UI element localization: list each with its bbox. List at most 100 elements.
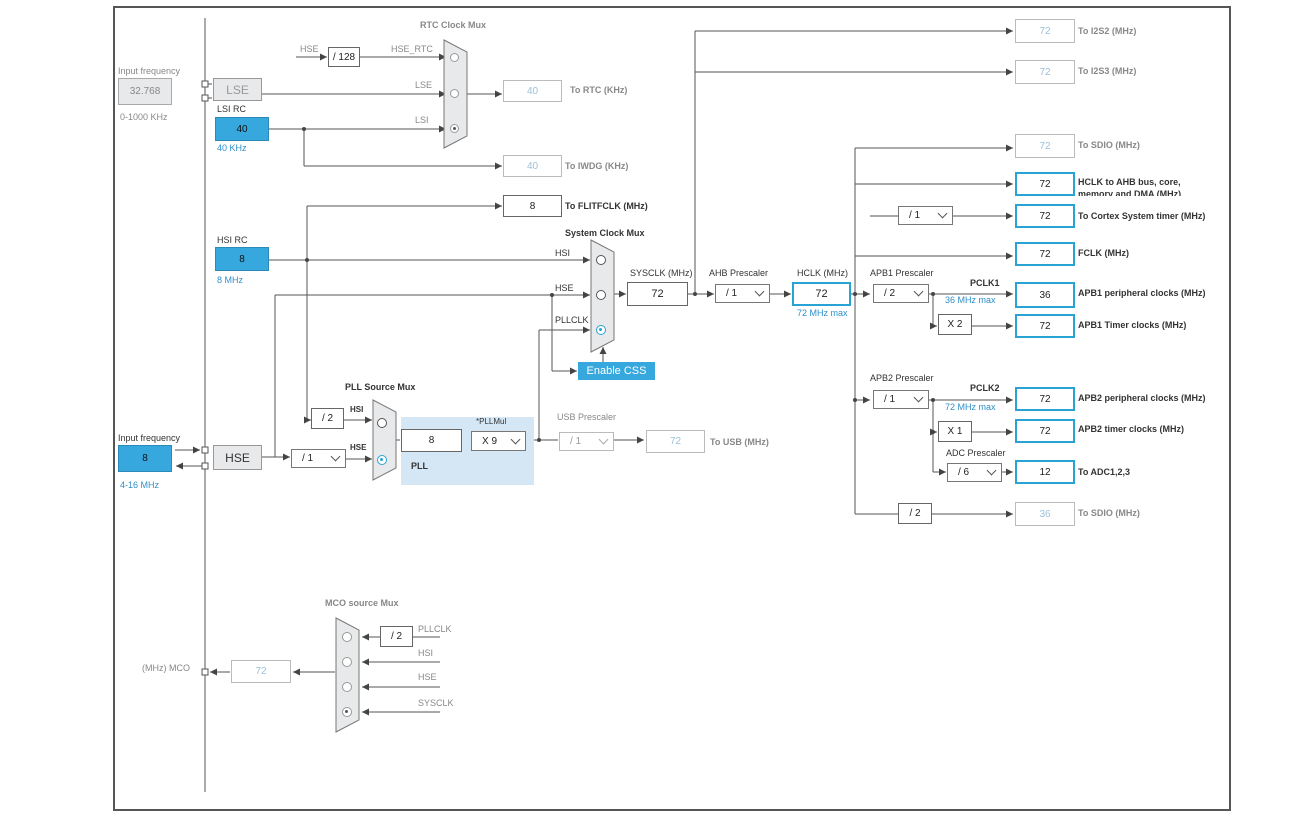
hclk-max: 72 MHz max <box>797 308 848 318</box>
fclk-output-value[interactable]: 72 <box>1015 242 1075 266</box>
flitfclk-output-label: To FLITFCLK (MHz) <box>565 201 648 211</box>
i2s3-output-value[interactable]: 72 <box>1015 60 1075 84</box>
adc-prescaler-select[interactable]: / 6 <box>947 463 1002 482</box>
hclk-ahb-output-value[interactable]: 72 <box>1015 172 1075 196</box>
pll-source-radio-hsi[interactable] <box>377 418 387 428</box>
pll-label: PLL <box>411 461 428 471</box>
sdio-output-label: To SDIO (MHz) <box>1078 140 1140 150</box>
ahb-prescaler-value: / 1 <box>726 288 738 299</box>
apb1-prescaler-label: APB1 Prescaler <box>870 268 934 278</box>
ahb-prescaler-label: AHB Prescaler <box>709 268 769 278</box>
fclk-output-label: FCLK (MHz) <box>1078 248 1129 258</box>
lsi-rc-value[interactable]: 40 <box>215 117 269 141</box>
pll-mul-value: X 9 <box>482 435 498 447</box>
mco-radio-hsi[interactable] <box>342 657 352 667</box>
mco-pllclk-divider[interactable]: / 2 <box>380 626 413 647</box>
rtc-mux-radio-hse[interactable] <box>450 53 459 62</box>
system-mux-input-pllclk: PLLCLK <box>555 315 589 325</box>
chevron-down-icon <box>754 286 765 297</box>
apb1-peripheral-output-value[interactable]: 36 <box>1015 282 1075 308</box>
flitfclk-output-value[interactable]: 8 <box>503 195 562 217</box>
rtc-mux-input-lsi: LSI <box>415 115 429 125</box>
hsi-rc-label: HSI RC <box>217 235 248 245</box>
sdio2-output-value[interactable]: 36 <box>1015 502 1075 526</box>
hclk-value[interactable]: 72 <box>792 282 851 306</box>
system-mux-radio-pllclk[interactable] <box>596 325 606 335</box>
hse-oscillator[interactable]: HSE <box>213 445 262 470</box>
chevron-down-icon <box>510 434 521 444</box>
pll-mul-label: *PLLMul <box>476 417 507 426</box>
sdio-divider[interactable]: / 2 <box>898 503 932 524</box>
apb1-timer-multiplier[interactable]: X 2 <box>938 314 972 335</box>
adc-output-label: To ADC1,2,3 <box>1078 467 1131 477</box>
sdio-output-value[interactable]: 72 <box>1015 134 1075 158</box>
rtc-mux-input-hse: HSE <box>300 44 319 54</box>
i2s2-output-value[interactable]: 72 <box>1015 19 1075 43</box>
iwdg-output-value[interactable]: 40 <box>503 155 562 177</box>
chevron-down-icon <box>913 286 924 297</box>
usb-output-value[interactable]: 72 <box>646 430 705 453</box>
rtc-output-value[interactable]: 40 <box>503 80 562 102</box>
hclk-ahb-output-label: HCLK to AHB bus, core, memory and DMA (M… <box>1078 177 1182 196</box>
clock-tree-frame <box>113 6 1231 811</box>
apb2-peripheral-output-value[interactable]: 72 <box>1015 387 1075 411</box>
hse-prediv-value: / 1 <box>302 453 314 464</box>
usb-prescaler-label: USB Prescaler <box>557 412 617 422</box>
rtc-mux-radio-lse[interactable] <box>450 89 459 98</box>
system-mux-radio-hse[interactable] <box>596 290 606 300</box>
rtc-mux-radio-lsi[interactable] <box>450 124 459 133</box>
chevron-down-icon <box>330 451 341 462</box>
sysclk-value[interactable]: 72 <box>627 282 688 306</box>
hsi-rc-unit: 8 MHz <box>217 275 244 285</box>
pll-input-value[interactable]: 8 <box>401 429 462 452</box>
adc-output-value[interactable]: 12 <box>1015 460 1075 484</box>
pll-source-mux-title: PLL Source Mux <box>345 382 416 392</box>
pll-source-input-hsi: HSI <box>350 405 364 414</box>
lse-oscillator[interactable]: LSE <box>213 78 262 101</box>
apb2-peripheral-output-label: APB2 peripheral clocks (MHz) <box>1078 393 1206 403</box>
cortex-timer-output-label: To Cortex System timer (MHz) <box>1078 211 1206 221</box>
hse-input-field[interactable]: 8 <box>118 445 172 472</box>
system-mux-radio-hsi[interactable] <box>596 255 606 265</box>
rtc-mux-input-hse-rtc: HSE_RTC <box>391 44 433 54</box>
mco-radio-pllclk[interactable] <box>342 632 352 642</box>
hsi-rc-value[interactable]: 8 <box>215 247 269 271</box>
chevron-down-icon <box>937 208 948 219</box>
pll-source-radio-hse[interactable] <box>377 455 387 465</box>
apb2-timer-output-value[interactable]: 72 <box>1015 419 1075 443</box>
lsi-rc-unit: 40 KHz <box>217 143 247 153</box>
enable-css-button[interactable]: Enable CSS <box>578 362 655 380</box>
usb-output-label: To USB (MHz) <box>710 437 769 447</box>
pclk2-max: 72 MHz max <box>945 402 996 412</box>
hsi-pll-divider[interactable]: / 2 <box>311 408 344 429</box>
cortex-timer-output-value[interactable]: 72 <box>1015 204 1075 228</box>
pclk2-label: PCLK2 <box>970 383 1000 393</box>
apb2-timer-output-label: APB2 timer clocks (MHz) <box>1078 424 1185 434</box>
mco-output-value[interactable]: 72 <box>231 660 291 683</box>
cortex-timer-divider-select[interactable]: / 1 <box>898 206 953 225</box>
adc-prescaler-label: ADC Prescaler <box>946 448 1006 458</box>
hse-rtc-divider[interactable]: / 128 <box>328 47 360 67</box>
pclk1-max: 36 MHz max <box>945 295 996 305</box>
mco-input-hsi: HSI <box>418 648 434 658</box>
i2s2-output-label: To I2S2 (MHz) <box>1078 26 1137 36</box>
ahb-prescaler-select[interactable]: / 1 <box>715 284 770 303</box>
mco-radio-hse[interactable] <box>342 682 352 692</box>
mco-mux-title: MCO source Mux <box>325 598 399 608</box>
pclk1-label: PCLK1 <box>970 278 1000 288</box>
mco-radio-sysclk[interactable] <box>342 707 352 717</box>
hse-input-range: 4-16 MHz <box>120 480 160 490</box>
hse-prediv-select[interactable]: / 1 <box>291 449 346 468</box>
pll-source-input-hse: HSE <box>350 443 367 452</box>
apb1-timer-output-value[interactable]: 72 <box>1015 314 1075 338</box>
pll-mul-select[interactable]: X 9 <box>471 431 526 451</box>
apb2-timer-multiplier[interactable]: X 1 <box>938 421 972 442</box>
mco-input-sysclk: SYSCLK <box>418 698 454 708</box>
lse-input-field[interactable]: 32.768 <box>118 78 172 105</box>
usb-prescaler-select[interactable]: / 1 <box>559 432 614 451</box>
lsi-rc-label: LSI RC <box>217 104 247 114</box>
sdio2-output-label: To SDIO (MHz) <box>1078 508 1140 518</box>
apb1-prescaler-select[interactable]: / 2 <box>873 284 929 303</box>
lse-input-range: 0-1000 KHz <box>120 112 168 122</box>
apb2-prescaler-select[interactable]: / 1 <box>873 390 929 409</box>
